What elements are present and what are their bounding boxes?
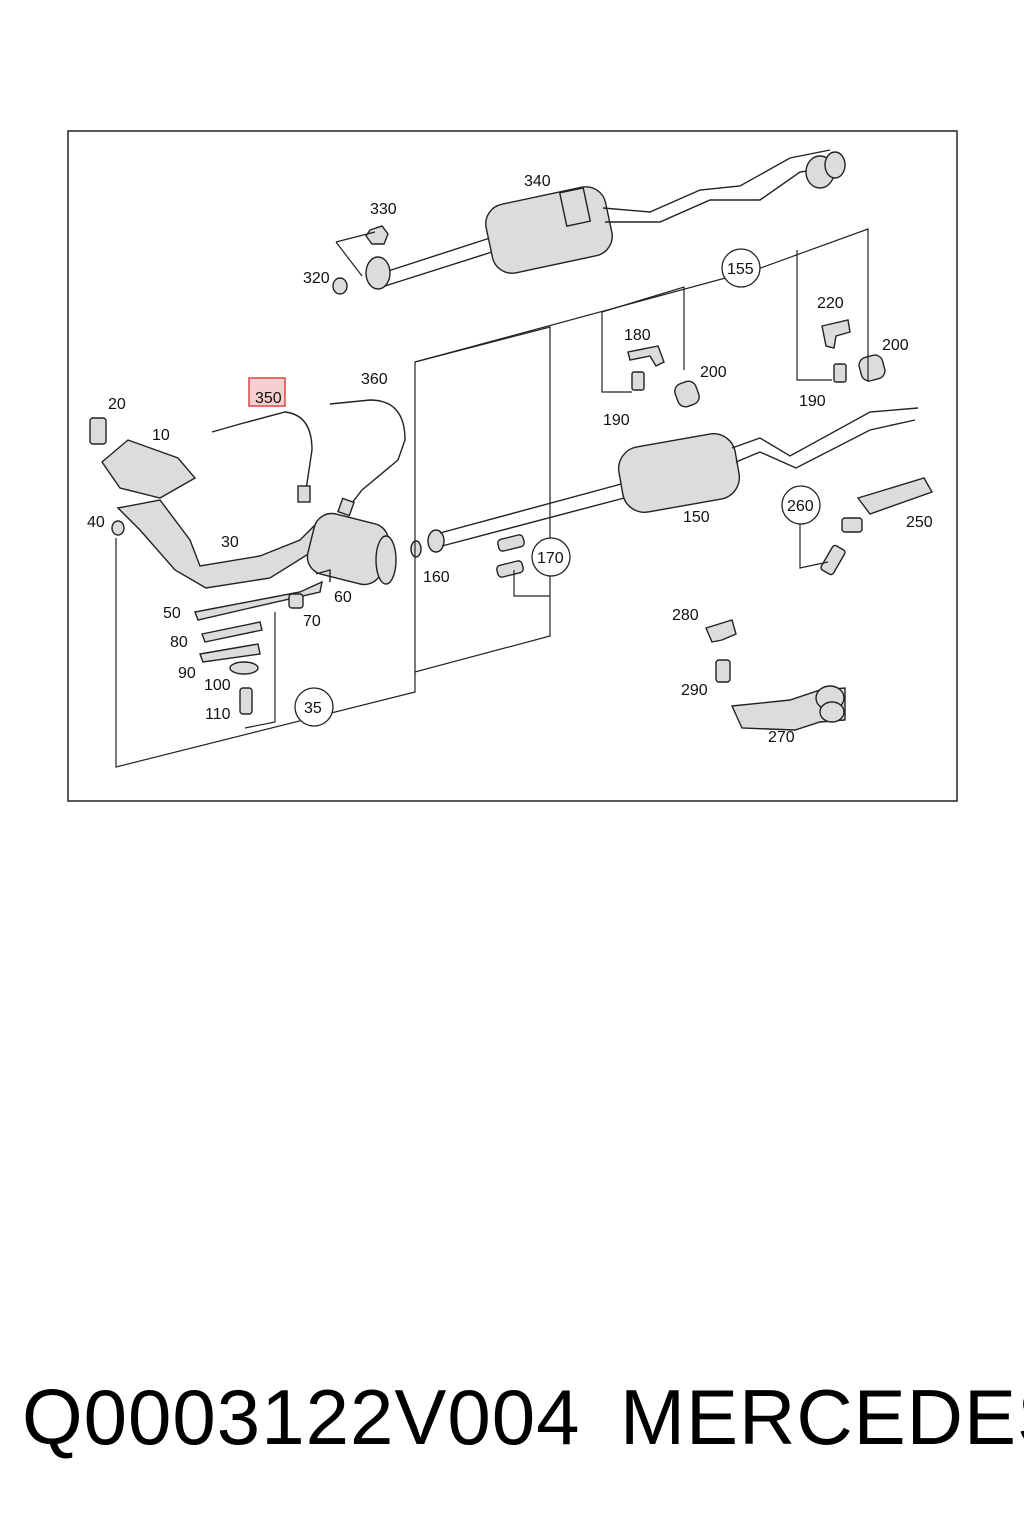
gasket-40 xyxy=(111,520,125,536)
callout-190-a[interactable]: 190 xyxy=(603,412,630,429)
callout-circle-170[interactable] xyxy=(531,537,571,577)
center-muffler-150 xyxy=(439,407,919,547)
callout-180[interactable]: 180 xyxy=(624,327,651,344)
clamp-320 xyxy=(332,256,391,295)
callout-350[interactable]: 350 xyxy=(255,390,282,407)
bracket-60 xyxy=(315,569,331,582)
callout-circle-35[interactable] xyxy=(294,687,334,727)
callout-100[interactable]: 100 xyxy=(204,677,231,694)
bolt-190b xyxy=(833,363,847,383)
hanger-180 xyxy=(627,345,665,367)
bolt-20 xyxy=(89,417,107,445)
callout-200-a[interactable]: 200 xyxy=(700,364,727,381)
callout-280[interactable]: 280 xyxy=(672,607,699,624)
callout-340[interactable]: 340 xyxy=(524,173,551,190)
bracket-280 xyxy=(705,619,737,643)
strap-90 xyxy=(199,643,261,663)
part-number: Q0003122V004 xyxy=(22,1373,581,1461)
callout-10[interactable]: 10 xyxy=(152,427,170,444)
bolt-110 xyxy=(239,687,253,715)
callout-170[interactable]: 170 xyxy=(537,550,564,567)
tailpipe-250 xyxy=(856,477,934,515)
callout-200-b[interactable]: 200 xyxy=(882,337,909,354)
callout-250[interactable]: 250 xyxy=(906,514,933,531)
bracket-50 xyxy=(194,580,323,621)
tailpipe-270 xyxy=(730,685,846,731)
leader-lines xyxy=(115,228,869,768)
rubber-mount-200b xyxy=(858,354,886,382)
rubber-mount-200a xyxy=(674,380,700,408)
bolt-70 xyxy=(288,593,304,609)
bolt-190a xyxy=(631,371,645,391)
brand-name: MERCEDES xyxy=(620,1373,1024,1461)
catalytic-converter xyxy=(306,512,397,586)
rubber-mount-100 xyxy=(229,661,259,675)
callout-260[interactable]: 260 xyxy=(787,498,814,515)
callout-220[interactable]: 220 xyxy=(817,295,844,312)
callout-50[interactable]: 50 xyxy=(163,605,181,622)
callout-110[interactable]: 110 xyxy=(205,706,231,723)
rear-muffler-340 xyxy=(384,149,846,287)
callout-290[interactable]: 290 xyxy=(681,682,708,699)
callout-320[interactable]: 320 xyxy=(303,270,330,287)
springs-170 xyxy=(496,534,525,578)
callout-20[interactable]: 20 xyxy=(108,396,126,413)
leader-330 xyxy=(335,231,376,277)
clamp-260 xyxy=(820,517,863,576)
nut-330 xyxy=(365,225,389,245)
hanger-220 xyxy=(821,319,851,349)
callout-360[interactable]: 360 xyxy=(361,371,388,388)
heat-shield-10 xyxy=(101,439,197,499)
callout-80[interactable]: 80 xyxy=(170,634,188,651)
callout-160[interactable]: 160 xyxy=(423,569,450,586)
callout-270[interactable]: 270 xyxy=(768,729,795,746)
callout-circle-260[interactable] xyxy=(781,485,821,525)
callout-circle-155[interactable] xyxy=(721,248,761,288)
ring-160 xyxy=(410,529,445,558)
callout-190-b[interactable]: 190 xyxy=(799,393,826,410)
callout-40[interactable]: 40 xyxy=(87,514,105,531)
callout-150[interactable]: 150 xyxy=(683,509,710,526)
strap-80 xyxy=(201,621,263,643)
bolt-290 xyxy=(715,659,731,683)
callout-155[interactable]: 155 xyxy=(727,261,754,278)
callout-60[interactable]: 60 xyxy=(334,589,352,606)
callout-90[interactable]: 90 xyxy=(178,665,196,682)
oxygen-sensor-360 xyxy=(329,399,406,517)
callout-30[interactable]: 30 xyxy=(221,534,239,551)
oxygen-sensor-350 xyxy=(211,411,313,503)
footer-caption: Q0003122V004 MERCEDES xyxy=(0,1372,1024,1482)
callout-330[interactable]: 330 xyxy=(370,201,397,218)
callout-35[interactable]: 35 xyxy=(304,700,322,717)
highlight-box-350[interactable] xyxy=(248,377,286,407)
callout-70[interactable]: 70 xyxy=(303,613,321,630)
